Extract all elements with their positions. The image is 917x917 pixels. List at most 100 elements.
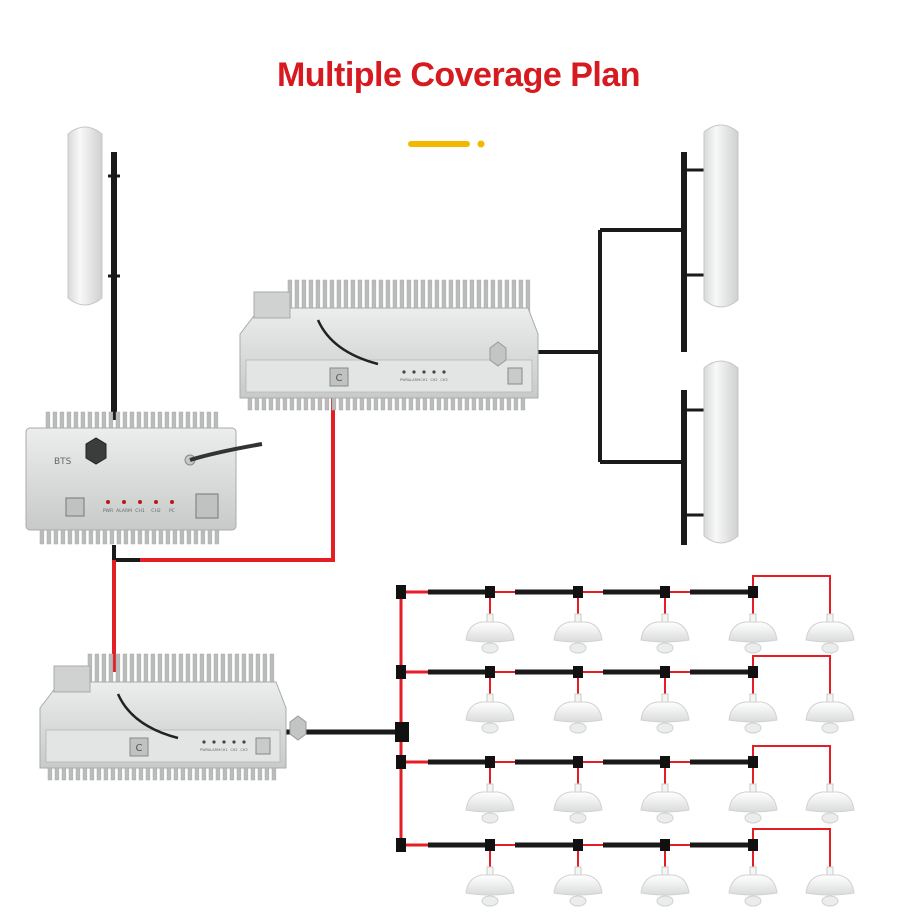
heat-sink-fin <box>222 767 228 781</box>
ceiling-antenna-tip <box>744 642 762 654</box>
heat-sink-fin <box>144 529 150 545</box>
port-connector <box>329 367 349 387</box>
heat-sink-fin <box>74 529 80 545</box>
ceiling-antenna <box>805 783 855 824</box>
status-led <box>432 370 436 374</box>
status-led <box>202 740 206 744</box>
heat-sink-fin <box>236 767 242 781</box>
heat-sink-fin <box>450 397 456 411</box>
led-label: PWR <box>200 748 209 752</box>
ceiling-antenna <box>553 783 603 824</box>
ceiling-antenna-tip <box>656 812 674 824</box>
splitter-block <box>396 665 406 679</box>
heat-sink-fin <box>101 411 107 431</box>
rf-connector <box>507 367 523 385</box>
ceiling-antenna <box>728 693 778 734</box>
heat-sink-fin <box>102 529 108 545</box>
heat-sink-fin <box>173 767 179 781</box>
heat-sink-fin <box>443 397 449 411</box>
heat-sink-fin <box>366 397 372 411</box>
heat-sink-fin <box>324 397 330 411</box>
ceiling-antenna-dome <box>465 701 515 723</box>
ceiling-antenna-dome <box>640 701 690 723</box>
ceiling-antenna-tip <box>821 895 839 907</box>
ceiling-antenna-stem <box>486 613 494 623</box>
ceiling-antenna-dome <box>640 874 690 896</box>
heat-sink-fin <box>73 411 79 431</box>
heat-sink-fin <box>178 411 184 431</box>
heat-sink-fin <box>136 411 142 431</box>
tapper-block <box>485 756 495 768</box>
ceiling-antenna-stem <box>486 693 494 703</box>
ceiling-antenna-tip <box>656 722 674 734</box>
panel-antenna-body <box>67 126 103 306</box>
led-label: CH2 <box>230 748 237 752</box>
heat-sink-fin <box>158 529 164 545</box>
heat-sink-fin <box>408 397 414 411</box>
heat-sink-fin <box>247 397 253 411</box>
status-led <box>222 740 226 744</box>
ceiling-antenna-stem <box>826 693 834 703</box>
status-led <box>402 370 406 374</box>
antenna-drop <box>752 745 831 784</box>
heat-sink-fin <box>66 411 72 431</box>
ceiling-antenna-stem <box>574 866 582 876</box>
heat-sink-fin <box>131 767 137 781</box>
heat-sink-fin <box>310 397 316 411</box>
heat-sink-fin <box>206 411 212 431</box>
heat-sink-fin <box>81 529 87 545</box>
heat-sink-fin <box>159 767 165 781</box>
power-splitter <box>395 722 409 742</box>
heat-sink-fin <box>359 397 365 411</box>
heat-sink-fin <box>45 411 51 431</box>
ceiling-antenna-stem <box>661 693 669 703</box>
heat-sink-fin <box>117 767 123 781</box>
heat-sink-fin <box>331 397 337 411</box>
heat-sink-fin <box>157 411 163 431</box>
tapper-block <box>573 666 583 678</box>
bts-output-jumper <box>112 545 140 562</box>
heat-sink-fin <box>213 411 219 431</box>
heat-sink-fin <box>124 767 130 781</box>
ceiling-antenna <box>465 866 515 907</box>
heat-sink-fin <box>250 767 256 781</box>
heat-sink-fin <box>513 397 519 411</box>
ceiling-antenna-tip <box>744 722 762 734</box>
led-label: CH1 <box>420 378 427 382</box>
heat-sink-fin <box>422 397 428 411</box>
ceiling-antenna-tip <box>481 895 499 907</box>
heat-sink-fin <box>165 529 171 545</box>
ceiling-antenna-dome <box>728 621 778 643</box>
ceiling-antenna-tip <box>821 812 839 824</box>
ceiling-antenna-tip <box>656 895 674 907</box>
ceiling-antenna-dome <box>465 874 515 896</box>
ceiling-antenna <box>465 693 515 734</box>
tapper-block <box>748 839 758 851</box>
tapper-block <box>573 586 583 598</box>
ceiling-antenna-stem <box>486 783 494 793</box>
ceiling-antenna-stem <box>661 866 669 876</box>
heat-sink-fin <box>116 529 122 545</box>
internal-cable <box>116 693 179 740</box>
ceiling-antenna <box>553 693 603 734</box>
ceiling-antenna-tip <box>481 722 499 734</box>
tapper-block <box>660 586 670 598</box>
port-connector <box>129 737 149 757</box>
heat-sink-fin <box>60 529 66 545</box>
antenna-drop <box>752 828 831 867</box>
ceiling-antenna-stem <box>661 613 669 623</box>
heat-sink-fin <box>506 397 512 411</box>
heat-sink-fin <box>186 529 192 545</box>
heat-sink-fin <box>471 397 477 411</box>
antenna-drop <box>752 655 831 694</box>
tapper-block <box>485 666 495 678</box>
heat-sink-fin <box>457 397 463 411</box>
ceiling-antenna-dome <box>805 701 855 723</box>
heat-sink-fin <box>129 411 135 431</box>
splitter-block <box>396 585 406 599</box>
bolt <box>489 341 507 367</box>
ceiling-antenna <box>553 866 603 907</box>
ceiling-antenna <box>465 613 515 654</box>
heat-sink-fin <box>257 767 263 781</box>
